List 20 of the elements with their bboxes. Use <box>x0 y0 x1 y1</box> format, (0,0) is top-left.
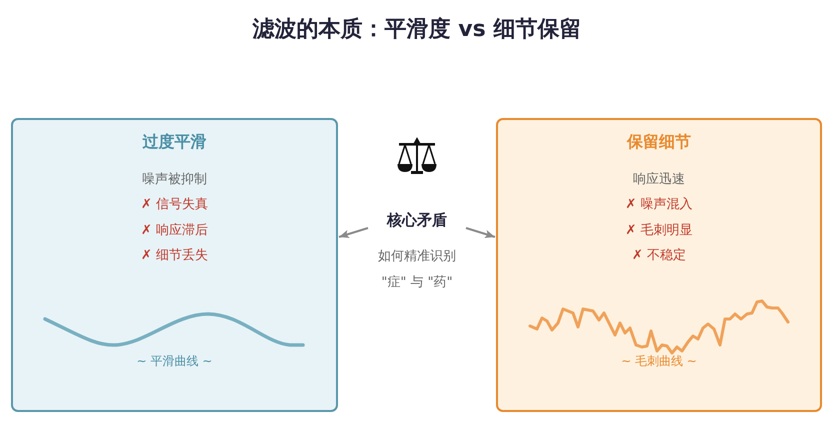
panel-heading: 保留细节 <box>627 132 691 152</box>
question-text: "症" 与 "药" <box>381 274 453 292</box>
conflict-heading: 核心矛盾 <box>387 210 447 230</box>
drawback-text: ✗ 毛刺明显 <box>625 222 693 240</box>
arrow <box>466 227 496 238</box>
diagram-title: 滤波的本质：平滑度 vs 细节保留 <box>252 17 582 42</box>
drawback-text: ✗ 不稳定 <box>632 247 686 266</box>
panel-heading: 过度平滑 <box>142 132 206 152</box>
drawback-text: ✗ 噪声混入 <box>625 196 693 214</box>
summary-text: 噪声被抑制 <box>142 170 207 188</box>
curve-caption: ~ 毛刺曲线 ~ <box>621 352 697 368</box>
option-panel <box>496 118 822 412</box>
summary-text: 响应迅速 <box>633 170 685 188</box>
drawback-text: ✗ 细节丢失 <box>140 247 208 266</box>
curve-caption: ~ 平滑曲线 ~ <box>136 352 212 368</box>
drawback-text: ✗ 信号失真 <box>140 196 208 214</box>
arrow <box>338 227 368 238</box>
question-text: 如何精准识别 <box>378 248 456 266</box>
option-panel <box>11 118 338 412</box>
drawback-text: ✗ 响应滞后 <box>140 222 208 240</box>
